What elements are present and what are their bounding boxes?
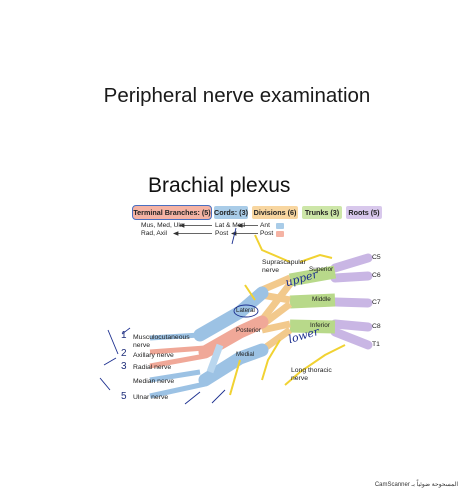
legend-trunks-header: Trunks (3) (302, 206, 342, 219)
legend-divisions-row2: Post (260, 230, 274, 237)
legend-cords-header: Cords: (3) (214, 206, 248, 219)
terminal-label-ulnar: Ulnar nerve (133, 394, 169, 401)
terminal-label-median: Median nerve (133, 378, 175, 385)
root-label-c7: C7 (372, 299, 381, 306)
long-thoracic-nerve-label: Long thoracic nerve (291, 367, 332, 382)
legend-arrows (172, 223, 258, 236)
terminal-branches-group (149, 332, 224, 399)
root-label-c8: C8 (372, 323, 381, 330)
legend-roots-header: Roots (5) (346, 206, 382, 219)
pen-annotations (99, 227, 259, 405)
root-label-c5: C5 (372, 254, 381, 261)
legend-terminal-row2: Rad, Axil (141, 230, 168, 237)
suprascapular-nerve-label: Suprascapular nerve (262, 259, 306, 274)
branch-number-1: 1 (121, 330, 127, 341)
terminal-label-radial: Radial nerve (133, 364, 172, 371)
trunk-label-inferior: Inferior (310, 322, 330, 329)
root-label-c6: C6 (372, 272, 381, 279)
roots-group (330, 253, 373, 350)
legend-terminal-header: Terminal Branches: (5) (132, 205, 212, 220)
legend-post-swatch (276, 231, 284, 237)
legend-divisions-header: Divisions (6) (252, 206, 298, 219)
yellow-nerves-group (229, 234, 346, 396)
legend-ant-swatch (276, 223, 284, 229)
trunk-label-superior: Superior (309, 266, 334, 273)
legend-divisions-row1: Ant (260, 222, 270, 229)
scanner-footer: CamScanner المسحوحة ضوئياً بـ (374, 482, 458, 488)
trunk-label-middle: Middle (312, 296, 331, 303)
branch-number-5: 5 (121, 391, 127, 402)
legend-terminal-row1: Mus, Med, Uln (141, 222, 184, 229)
legend-cords-row2: Post (215, 230, 229, 237)
terminal-label-axillary: Axillary nerve (133, 352, 174, 359)
lateral-circle (233, 304, 259, 318)
cord-label-medial: Medial (236, 351, 255, 358)
page-title: Peripheral nerve examination (103, 84, 371, 107)
legend-cords-row1: Lat & Med (215, 222, 246, 229)
terminal-label-musculocutaneous: Musculocutaneous nerve (133, 334, 190, 349)
section-title: Brachial plexus (148, 174, 291, 197)
trunks-group (288, 265, 337, 334)
branch-number-2: 2 (121, 348, 127, 359)
branch-number-3: 3 (121, 361, 127, 372)
cord-label-posterior: Posterior (236, 327, 261, 334)
root-label-t1: T1 (372, 341, 380, 348)
cord-label-lateral: Lateral (236, 307, 255, 314)
